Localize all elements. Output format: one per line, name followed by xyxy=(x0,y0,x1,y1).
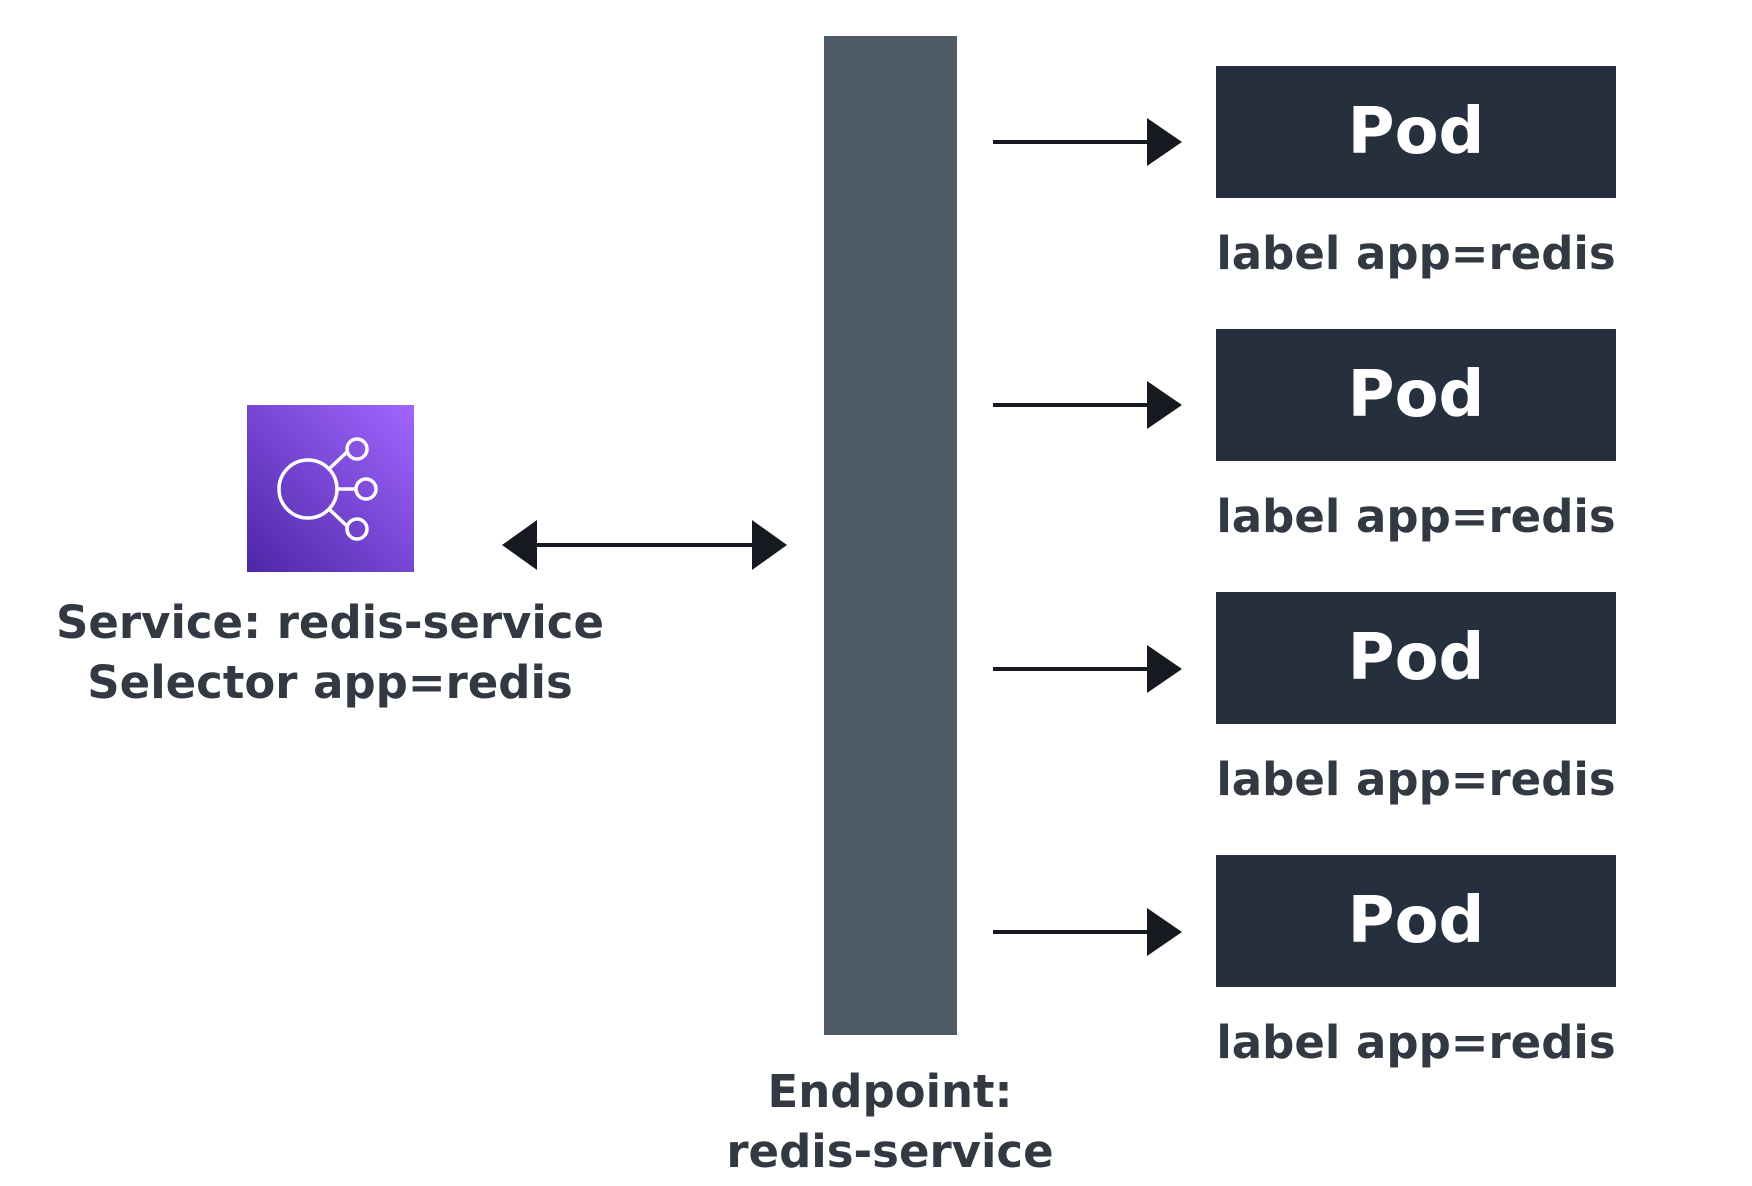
pod-box-3: Pod xyxy=(1216,592,1616,724)
pod-label-1: label app=redis xyxy=(1216,227,1616,280)
pod-box-2: Pod xyxy=(1216,329,1616,461)
service-name-label: Service: redis-service xyxy=(56,596,604,649)
pod-box-4: Pod xyxy=(1216,855,1616,987)
endpoint-pod-arrow-2 xyxy=(993,381,1182,429)
pod-label-2: label app=redis xyxy=(1216,490,1616,543)
endpoint-pod-arrow-1 xyxy=(993,118,1182,166)
service-endpoint-arrow xyxy=(502,520,787,570)
pod-box-1: Pod xyxy=(1216,66,1616,198)
endpoint-bar xyxy=(824,36,957,1035)
service-icon xyxy=(247,405,414,572)
pod-label-3: label app=redis xyxy=(1216,753,1616,806)
service-selector-label: Selector app=redis xyxy=(87,656,573,709)
endpoint-pod-arrow-3 xyxy=(993,645,1182,693)
endpoint-pod-arrow-4 xyxy=(993,908,1182,956)
service-network-icon xyxy=(277,437,378,541)
endpoint-label-line1: Endpoint: xyxy=(767,1065,1013,1118)
endpoint-label-line2: redis-service xyxy=(726,1125,1054,1178)
pod-label-4: label app=redis xyxy=(1216,1016,1616,1069)
